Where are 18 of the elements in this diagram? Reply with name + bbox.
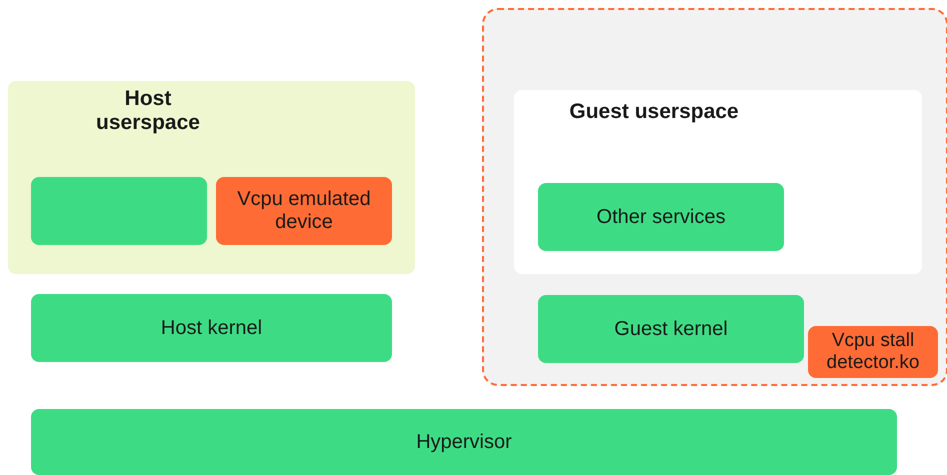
box-label: Vcpu stall detector.ko [826,330,920,374]
box-label: Host kernel [160,316,262,340]
service-box [538,183,784,251]
box-label: Guest kernel [614,318,728,340]
box-label: Hypervisor [416,430,512,454]
host-userspace-panel [8,81,415,274]
panel-heading: Guest userspace [568,100,740,124]
kernel-box [538,295,804,363]
process-box [31,177,207,245]
guest-userspace-panel [514,90,922,274]
panel-heading: Host userspace [95,87,201,135]
box-label: Other services [596,206,726,228]
box-label: Vcpu emulated device [236,188,372,234]
driver-box [808,326,938,378]
device-box [216,177,392,245]
guest-vm-region [482,8,947,386]
hypervisor-box [31,409,897,475]
kernel-box [31,294,392,362]
